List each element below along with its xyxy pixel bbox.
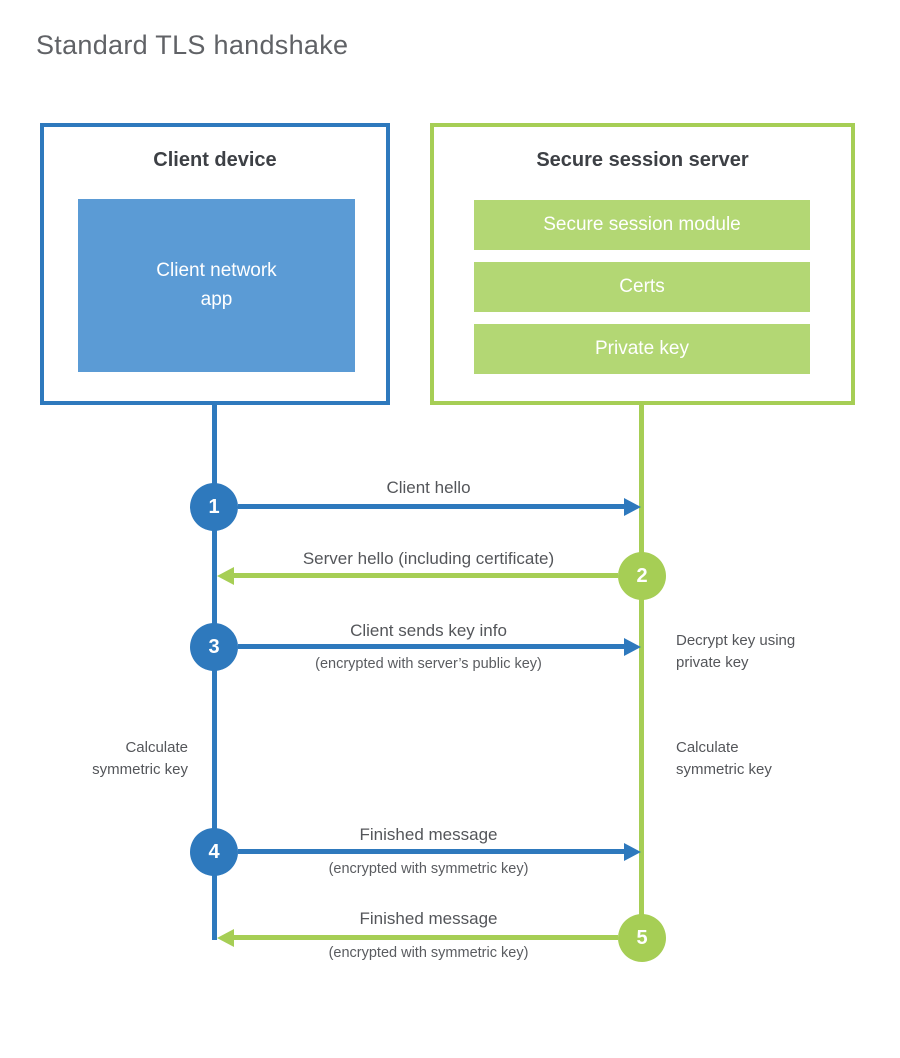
step-2-arrow [234, 573, 618, 578]
step-5-sublabel: (encrypted with symmetric key) [328, 945, 529, 961]
arrowhead-left-icon [217, 567, 234, 585]
step-5-arrow [234, 935, 618, 940]
step-3-sublabel: (encrypted with server’s public key) [315, 656, 542, 672]
step-1-label: Client hello [386, 478, 471, 497]
step-5-badge: 5 [618, 914, 666, 962]
client-device-title: Client device [153, 149, 277, 171]
calculate-symmetric-key-note-server: Calculate symmetric key [676, 739, 772, 778]
client-app-label-line1: Client network [156, 260, 277, 281]
arrowhead-right-icon [624, 843, 641, 861]
calculate-symmetric-key-note-client: Calculate symmetric key [92, 739, 188, 778]
server-module-private-key: Private key [474, 324, 810, 374]
step-1-arrow [238, 504, 624, 509]
server-lifeline [639, 405, 644, 940]
decrypt-key-note: Decrypt key using private key [676, 632, 796, 671]
server-module-certs: Certs [474, 262, 810, 312]
server-module-secure-session: Secure session module [474, 200, 810, 250]
step-4-arrow [238, 849, 624, 854]
client-lifeline [212, 405, 217, 940]
step-3-label: Client sends key info [350, 621, 507, 640]
client-network-app-box: Client network app [78, 199, 355, 372]
page-title: Standard TLS handshake [36, 30, 349, 60]
arrowhead-left-icon [217, 929, 234, 947]
step-2-badge: 2 [618, 552, 666, 600]
step-4-badge: 4 [190, 828, 238, 876]
arrowhead-right-icon [624, 498, 641, 516]
step-4-sublabel: (encrypted with symmetric key) [328, 861, 529, 877]
step-3-arrow [238, 644, 624, 649]
secure-session-server-title: Secure session server [536, 149, 749, 171]
step-2-label: Server hello (including certificate) [302, 549, 555, 568]
step-3-badge: 3 [190, 623, 238, 671]
step-5-label: Finished message [359, 909, 498, 928]
arrowhead-right-icon [624, 638, 641, 656]
step-4-label: Finished message [359, 825, 498, 844]
step-1-badge: 1 [190, 483, 238, 531]
client-app-label-line2: app [200, 288, 233, 310]
